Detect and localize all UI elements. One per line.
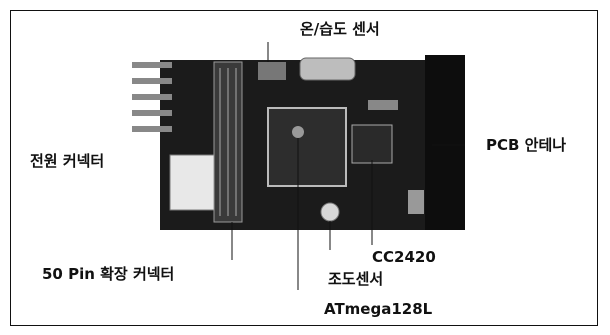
cc2420-chip [352, 125, 392, 163]
mcu-dot [292, 126, 304, 138]
temp-humidity-sensor-chip [258, 62, 286, 80]
label-light-sensor: 조도센서 [328, 270, 383, 288]
label-power-connector: 전원 커넥터 [30, 152, 104, 170]
label-mcu: ATmega128L [324, 300, 432, 318]
button-component [408, 190, 424, 214]
light-sensor-component [321, 203, 339, 221]
small-components [368, 100, 398, 110]
power-connector-block [170, 155, 215, 210]
mcu-chip [268, 108, 346, 186]
crystal [300, 58, 355, 80]
label-pcb-antenna: PCB 안테나 [486, 136, 566, 154]
label-cc2420: CC2420 [372, 248, 436, 266]
label-temp-humidity-sensor: 온/습도 센서 [300, 20, 380, 38]
antenna-area [425, 55, 465, 230]
label-expansion-connector: 50 Pin 확장 커넥터 [42, 265, 174, 283]
